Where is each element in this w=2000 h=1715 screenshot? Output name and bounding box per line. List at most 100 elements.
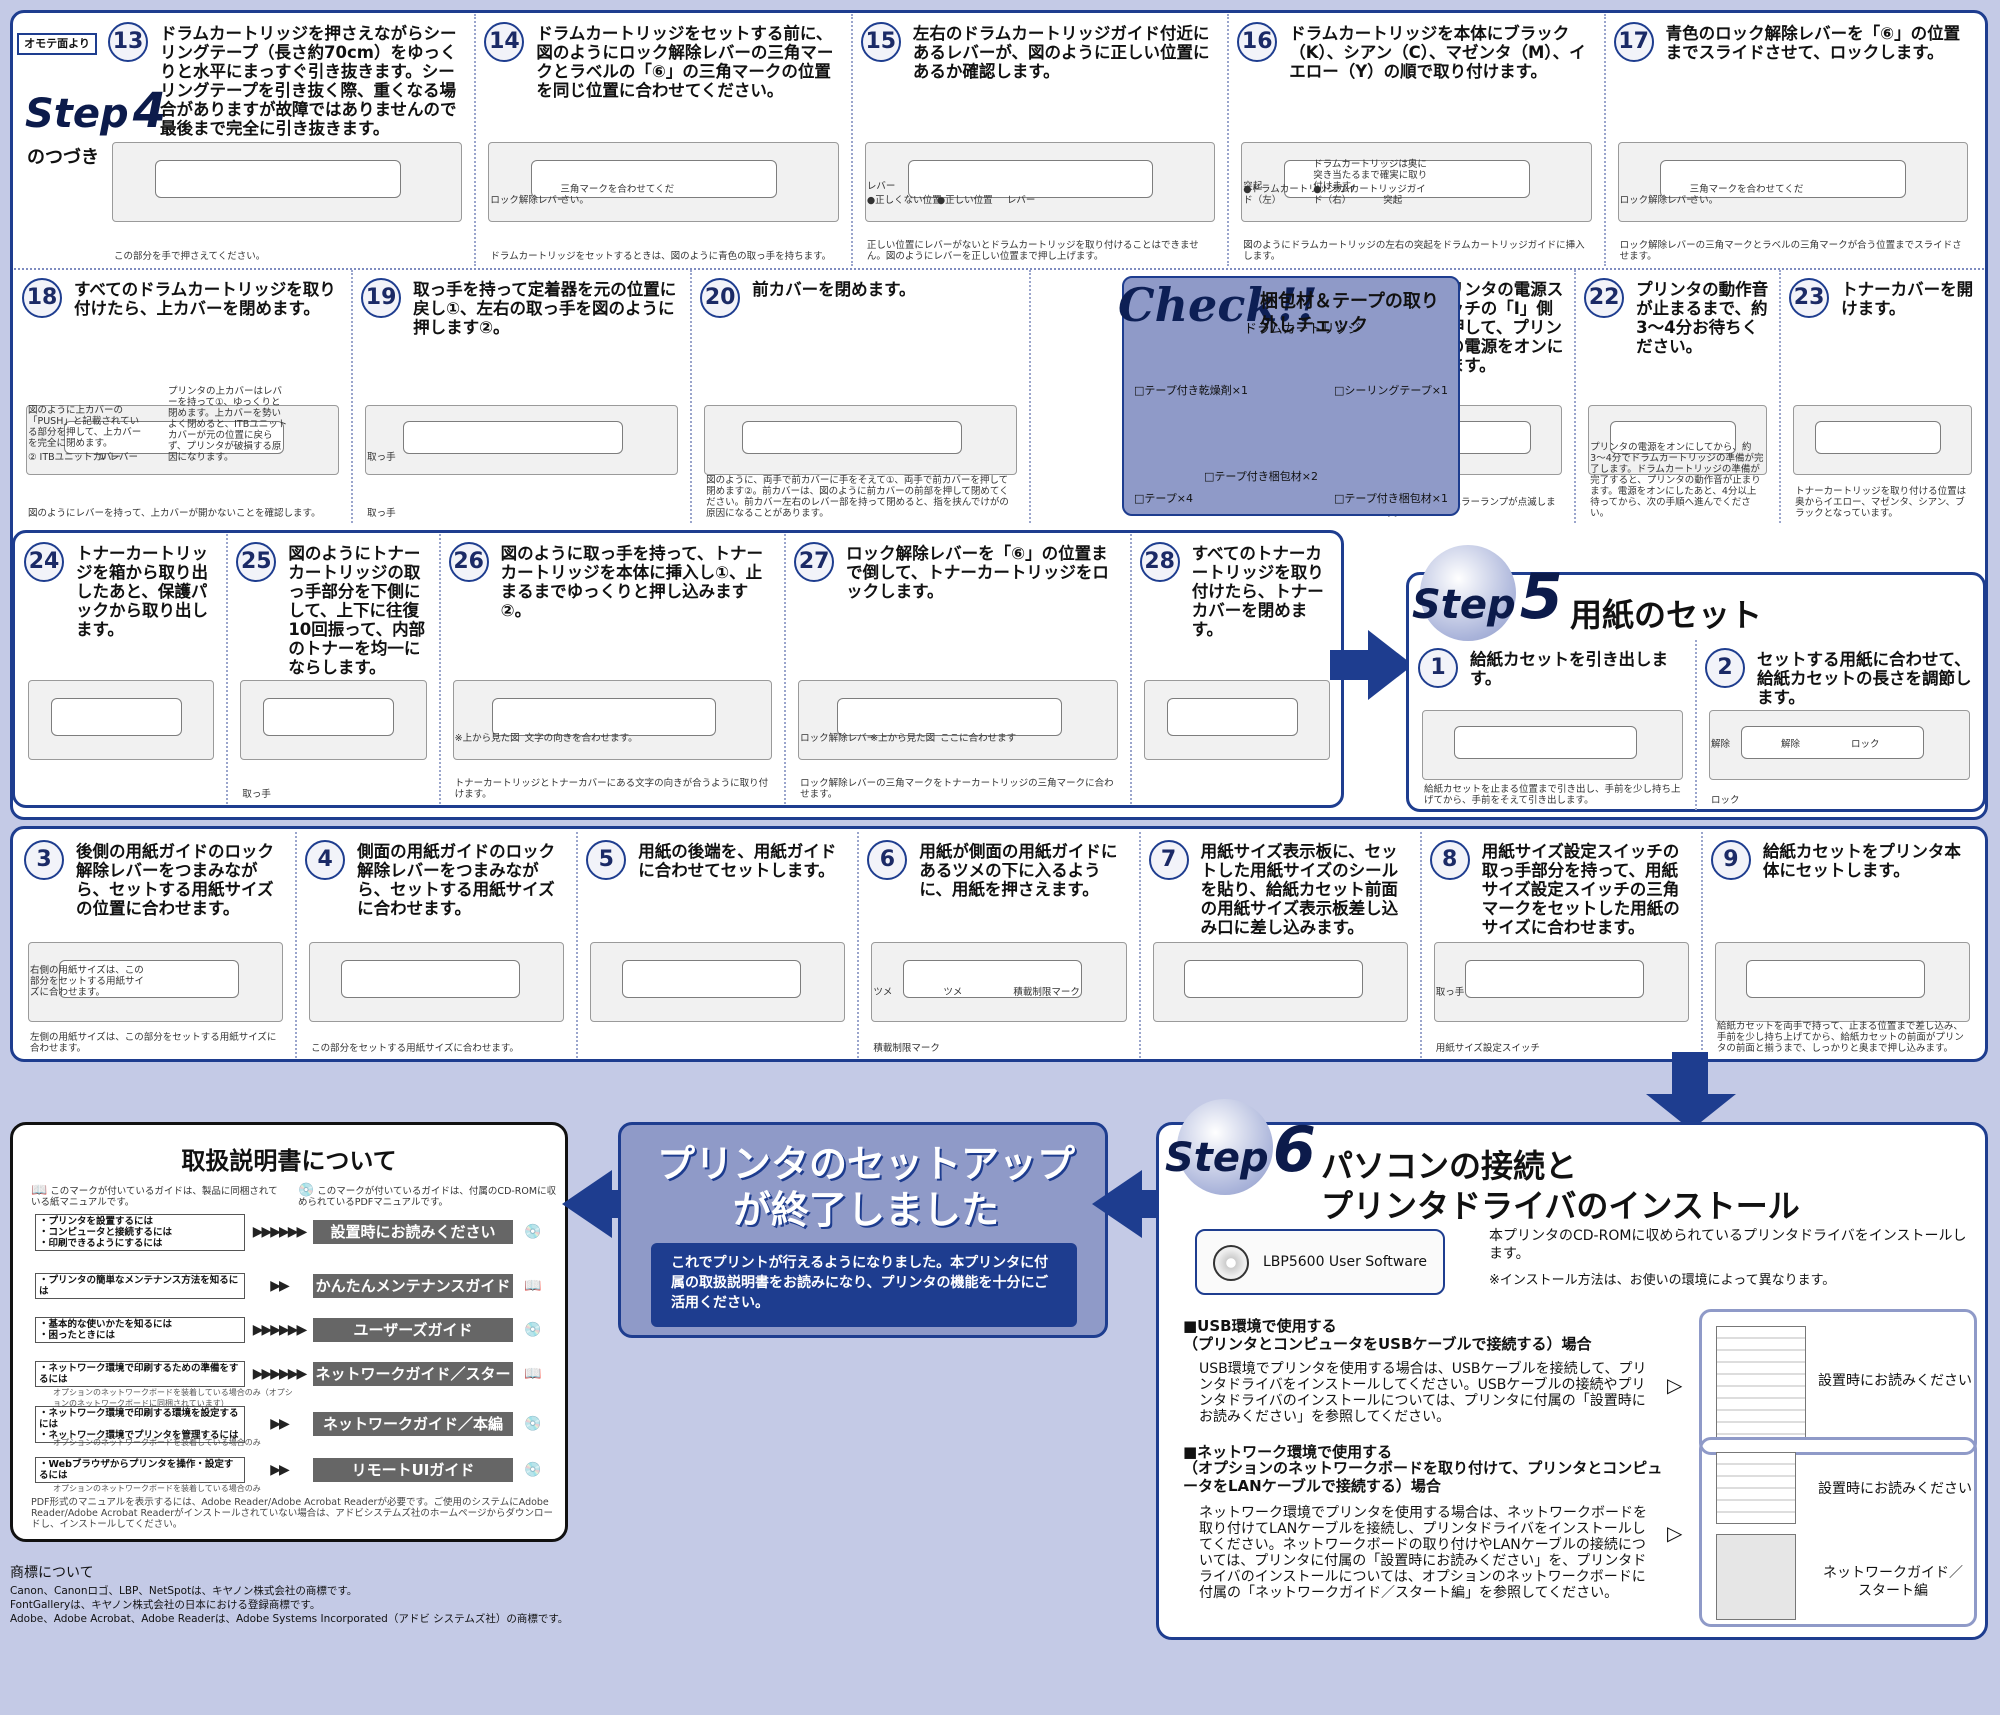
step-note: ドラムカートリッジは奥に突き当たるまで確実に取り付けます。 — [1313, 159, 1428, 192]
step-illustration — [1714, 942, 1970, 1022]
step-number-badge: 15 — [860, 22, 901, 62]
step6-badge: Step6 — [1165, 1113, 1316, 1186]
step-number-badge: 27 — [794, 542, 835, 582]
net-ref-box: 設置時にお読みください ネットワークガイド／スタート編 — [1699, 1437, 1977, 1627]
triangle-arrows-icon: ▶▶ — [270, 1462, 290, 1478]
step-note: ドラムカートリッジをセットするときは、図のように青色の取っ手を持ちます。 — [490, 251, 832, 262]
step-note: レバー — [866, 181, 896, 192]
legend-pdf-text: このマークが付いているガイドは、付属のCD-ROMに収められているPDFマニュア… — [298, 1186, 557, 1208]
step-illustration — [1422, 710, 1683, 780]
step-note: 用紙サイズ設定スイッチ — [1435, 1043, 1540, 1054]
manual-note: オプションのネットワークボードを装着している場合のみ — [53, 1438, 261, 1447]
step-note: ロック解除レバー — [490, 195, 567, 206]
check-title: Check!! — [1118, 278, 1318, 332]
step-title: ドラムカートリッジを本体にブラック（K）、シアン（C）、マゼンタ（M）、イエロー… — [1289, 24, 1586, 81]
step-number: 5 — [1519, 560, 1563, 633]
manual-purpose: ・ネットワーク環境で印刷する環境を設定するには ・ネットワーク環境でプリンタを管… — [35, 1405, 245, 1443]
step-illustration — [28, 942, 284, 1022]
book-icon: 📖 — [31, 1183, 48, 1198]
step-illustration — [26, 405, 340, 475]
manual-row: ・Webブラウザからプリンタを操作・設定するには▶▶リモートUIガイド💿 — [35, 1455, 555, 1485]
arrow-down-shaft — [1672, 1052, 1708, 1096]
step-note: 給紙カセットを両手で持って、止まる位置まで差し込み、手前を少し持ち上げてから、給… — [1716, 1021, 1964, 1054]
manual-row: ・ネットワーク環境で印刷するための準備をするには▶▶▶▶▶▶ネットワークガイド／… — [35, 1359, 555, 1407]
step-number-badge: 14 — [484, 22, 525, 62]
step-note: 図のように上カバーの「PUSH」と記載されている部分を押して、上カバーを完全に閉… — [28, 405, 142, 449]
usb-pointer-icon: ▷ — [1667, 1373, 1683, 1397]
triangle-arrows-icon: ▶▶▶▶▶▶ — [252, 1366, 308, 1382]
step-illustration — [864, 142, 1216, 222]
check-item: □テープ付き梱包材×1 — [1334, 492, 1448, 505]
manual-note: オプションのネットワークボードを装着している場合のみ（オプションのネットワークボ… — [53, 1388, 293, 1408]
step-note: 取っ手 — [242, 789, 271, 800]
step-illustration — [1143, 680, 1330, 760]
step-number-badge: 1 — [1418, 648, 1458, 688]
step-title: セットする用紙に合わせて、給紙カセットの長さを調節します。 — [1757, 650, 1972, 707]
cd-icon: 💿 — [298, 1183, 315, 1198]
finish-title: プリンタのセットアップが終了しました — [656, 1142, 1075, 1232]
manual-panel: 取扱説明書について 📖 このマークが付いているガイドは、製品に同梱されている紙マ… — [10, 1122, 568, 1542]
net-pointer-icon: ▷ — [1667, 1521, 1683, 1545]
step-note: レバー — [1006, 195, 1036, 206]
step-number-badge: 9 — [1710, 840, 1751, 880]
cd-icon: 💿 — [524, 1416, 542, 1432]
manual-purpose: ・Webブラウザからプリンタを操作・設定するには — [35, 1457, 245, 1483]
step-number-badge: 6 — [867, 840, 908, 880]
step-note: ② ITBユニットカバー — [28, 452, 122, 463]
check-box: Check!! 梱包材＆テープの取り外しチェック ドラムカートリッジ□テープ付き… — [1118, 276, 1460, 516]
step-note: プリンタの電源をオンにしてから、約3〜4分でドラムカートリッジの準備が完了します… — [1590, 442, 1764, 519]
step-title: トナーカートリッジを箱から取り出したあと、保護パックから取り出します。 — [76, 544, 208, 639]
step-title: 用紙サイズ表示板に、セットした用紙サイズのシールを貼り、給紙カセット前面の用紙サ… — [1200, 842, 1399, 937]
step-number-badge: 18 — [22, 278, 62, 318]
step-illustration — [240, 680, 427, 760]
step-note: 正しい位置にレバーがないとドラムカートリッジを取り付けることはできません。図のよ… — [866, 240, 1199, 262]
step-number-badge: 23 — [1789, 278, 1830, 318]
step-illustration — [871, 942, 1127, 1022]
step-illustration — [798, 680, 1118, 760]
step-27: 27 ロック解除レバーを「⑥」の位置まで倒して、トナーカートリッジをロックします。… — [786, 534, 1132, 804]
step-note: ツメ — [873, 987, 893, 998]
net-heading-1: ■ネットワーク環境で使用する — [1183, 1443, 1393, 1461]
step-illustration — [365, 405, 679, 475]
step-title: 前カバーを閉めます。 — [752, 280, 916, 299]
step-note: ●ドラムカートリッジガイド（左） — [1243, 184, 1356, 206]
finish-body: これでプリントが行えるようになりました。本プリンタに付属の取扱説明書をお読みにな… — [671, 1255, 1049, 1311]
manual-name: ユーザーズガイド — [313, 1318, 513, 1342]
step-note: ① レバー — [98, 452, 139, 463]
step-illustration — [1433, 942, 1689, 1022]
finish-box: プリンタのセットアップが終了しました これでプリントが行えるようになりました。本… — [618, 1122, 1108, 1338]
step-note: 三角マークを合わせてください。 — [560, 184, 675, 206]
step-number-badge: 5 — [586, 840, 627, 880]
step-note: この部分をセットする用紙サイズに合わせます。 — [311, 1043, 519, 1054]
legend-paper-text: このマークが付いているガイドは、製品に同梱されている紙マニュアルです。 — [31, 1186, 278, 1208]
step-illustration — [704, 405, 1018, 475]
step-illustration — [590, 942, 846, 1022]
manual-note: オプションのネットワークボードを装着している場合のみ — [53, 1484, 261, 1493]
manual-name: ネットワークガイド／スタート編 — [313, 1362, 513, 1407]
step-title: 取っ手を持って定着器を元の位置に戻し①、左右の取っ手を図のように押します②。 — [413, 280, 677, 337]
net-heading-2: （オプションのネットワークボードを取り付けて、プリンタとコンピュータをLANケー… — [1183, 1459, 1663, 1495]
manual-name: かんたんメンテナンスガイド — [313, 1274, 513, 1298]
step-note: ロック解除レバー — [1619, 195, 1696, 206]
step-note: ここに合わせます — [940, 733, 1017, 744]
step-title: 左右のドラムカートリッジガイド付近にあるレバーが、図のように正しい位置にあるか確… — [912, 24, 1210, 81]
net-ref-1: 設置時にお読みください — [1818, 1481, 1972, 1497]
step-title: ロック解除レバーを「⑥」の位置まで倒して、トナーカートリッジをロックします。 — [846, 544, 1109, 601]
step-note: ロック解除レバーの三角マークとラベルの三角マークが合う位置までスライドさせます。 — [1619, 240, 1962, 262]
triangle-arrows-icon: ▶▶▶▶▶▶ — [252, 1322, 308, 1338]
step-note: トナーカートリッジとトナーカバーにある文字の向きが合うように取り付けます。 — [454, 778, 769, 800]
front-tab-label: オモテ面より — [24, 37, 90, 50]
manual-purpose: ・プリンタの簡単なメンテナンス方法を知るには — [35, 1273, 245, 1299]
